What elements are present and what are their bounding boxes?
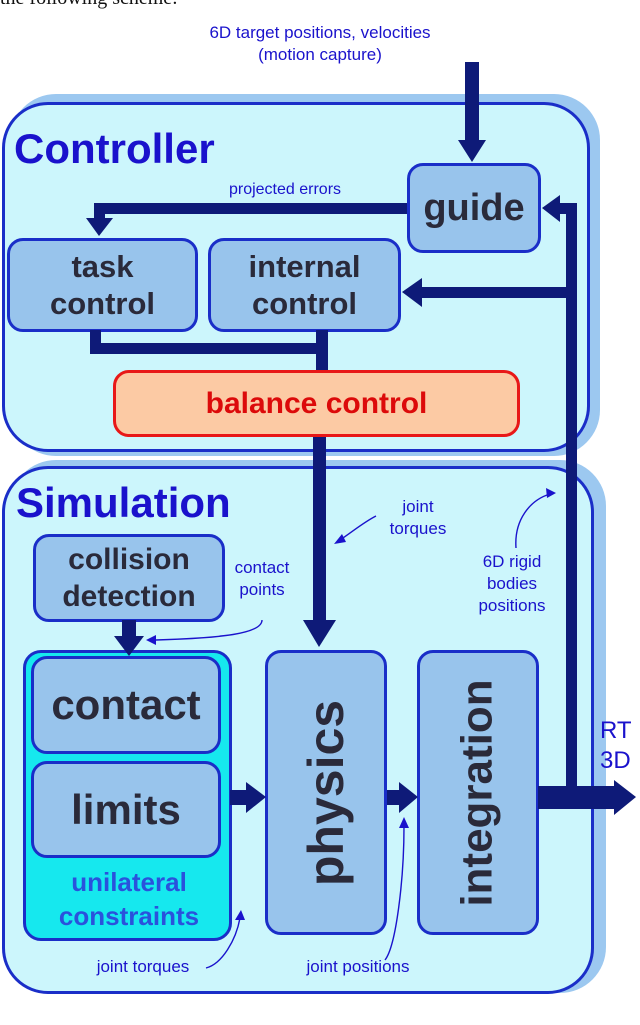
guide-box: guide (407, 163, 541, 253)
balance-control-box: balance control (113, 370, 520, 437)
joint-positions-tip (399, 817, 409, 828)
feedback-internal-head (402, 278, 422, 307)
balance-physics-head (303, 620, 336, 647)
integration-output-line (538, 786, 616, 809)
constraints-physics-head (246, 782, 266, 813)
internal-control-line1: internal (248, 248, 361, 284)
input-label-line1: 6D target positions, velocities (209, 23, 431, 42)
joint-positions-label: joint positions (306, 957, 410, 976)
joint-positions-pointer (384, 825, 405, 961)
internal-control-line2: control (251, 286, 358, 321)
feedback-guide-head (542, 195, 560, 222)
projected-errors-line (94, 203, 407, 214)
output-line2: 3D (600, 747, 631, 774)
limits-label: limits (71, 785, 181, 833)
task-to-balance-v (90, 330, 101, 354)
caption-top: the following scheme: (0, 0, 178, 10)
contact-points-tip (146, 635, 156, 645)
rigid-bodies-label: 6D rigid bodies positions (462, 551, 562, 617)
contact-points-line2: points (239, 580, 285, 600)
physics-box: physics (265, 650, 387, 935)
joint-torques-lower-pointer (205, 917, 241, 969)
output-line1: RT (600, 717, 632, 744)
controller-title: Controller (14, 125, 215, 172)
constraints-to-physics (230, 790, 248, 805)
collision-detection-line1: collision (68, 542, 190, 576)
rigid-bodies-tip (546, 488, 556, 498)
input-label: 6D target positions, velocities (motion … (170, 22, 470, 66)
contact-points-pointer (155, 619, 263, 641)
collision-detection-line2: detection (62, 580, 196, 613)
joint-torques-lower-tip (235, 910, 245, 920)
joint-torques-upper-tip (334, 534, 346, 544)
physics-to-integration (387, 790, 401, 805)
unilateral-line2: constraints (58, 900, 200, 931)
rigid-bodies-line1: 6D rigid (482, 552, 542, 571)
input-label-line2: (motion capture) (258, 45, 382, 65)
feedback-to-guide (558, 203, 577, 214)
unilateral-constraints-label: unilateral constraints (26, 866, 232, 934)
simulation-title: Simulation (16, 479, 231, 526)
output-label: RT 3D (600, 716, 640, 776)
collision-to-contact (122, 620, 136, 640)
balance-to-physics (313, 436, 326, 626)
internal-control-box: internal control (208, 238, 401, 332)
rigid-bodies-line3: positions (478, 596, 546, 616)
joint-torques-upper-label: joint torques (368, 496, 468, 540)
task-balance-h (90, 343, 328, 354)
input-arrow-head (458, 140, 486, 162)
guide-label: guide (423, 186, 525, 229)
output-head (614, 780, 636, 815)
contact-label: contact (51, 681, 201, 728)
task-control-line1: task (71, 248, 134, 284)
contact-points-label: contact points (222, 557, 302, 601)
rigid-bodies-pointer (515, 493, 551, 549)
task-control-line2: control (49, 286, 156, 321)
task-control-box: task control (7, 238, 198, 332)
projected-errors-head (86, 218, 113, 236)
physics-integration-head (399, 782, 418, 813)
feedback-to-internal (420, 287, 577, 298)
joint-torques-upper-line1: joint (402, 497, 434, 516)
internal-to-balance-v (316, 330, 328, 372)
joint-torques-upper-line2: torques (389, 519, 447, 539)
feedback-line (566, 203, 577, 799)
contact-points-line1: contact (234, 558, 290, 577)
input-arrow-shaft (465, 62, 479, 144)
collision-contact-head (114, 636, 144, 656)
balance-control-label: balance control (205, 386, 428, 420)
rigid-bodies-line2: bodies (486, 574, 538, 594)
contact-box: contact (31, 656, 221, 754)
projected-errors-label: projected errors (228, 181, 342, 198)
projected-errors-drop (94, 203, 105, 221)
unilateral-line1: unilateral (71, 867, 187, 897)
joint-torques-lower-label: joint torques (96, 957, 190, 976)
integration-box: integration (417, 650, 539, 935)
limits-box: limits (31, 761, 221, 858)
